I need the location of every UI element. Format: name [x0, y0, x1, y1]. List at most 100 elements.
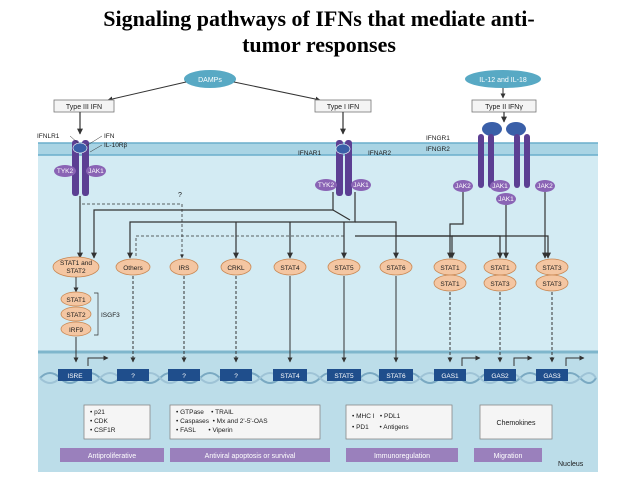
svg-text:ISRE: ISRE: [67, 373, 83, 380]
svg-text:Chemokines: Chemokines: [497, 420, 536, 427]
type3-ifn-box: Type III IFN: [53, 99, 115, 113]
jak2-d: JAK2: [535, 180, 555, 192]
mediator-stat1-stat3: STAT1 STAT3: [483, 258, 517, 292]
mediator-crkl: CRKL: [220, 258, 252, 276]
svg-text:JAK1: JAK1: [498, 196, 514, 203]
slide-title: Signaling pathways of IFNs that mediate …: [0, 6, 638, 58]
type1-ifn-box: Type I IFN: [314, 99, 372, 113]
mediator-row: STAT1 and STAT2 Others IRS CRKL STAT4 ST…: [52, 256, 569, 292]
mediator-stat5: STAT5: [327, 258, 361, 276]
jak1-b: JAK1: [351, 179, 371, 191]
promoter-stat4: STAT4: [273, 369, 307, 381]
svg-text:IRS: IRS: [179, 265, 191, 272]
svg-text:JAK2: JAK2: [455, 183, 471, 190]
type1-receptor: [335, 140, 352, 196]
jak2-c: JAK2: [453, 180, 473, 192]
ifn-label: IFN: [104, 133, 115, 140]
ifnar2-label: IFNAR2: [368, 150, 392, 157]
svg-text:• MHC I • PDL1: • MHC I • PDL1: [352, 413, 401, 420]
jak1-a: JAK1: [86, 165, 106, 177]
svg-text:STAT5: STAT5: [334, 373, 354, 380]
il-node: IL-12 and IL-18: [465, 70, 541, 88]
dashed-type3-link: [82, 203, 184, 259]
svg-text:Migration: Migration: [494, 453, 523, 460]
damps-to-type1-arrow: [233, 81, 321, 102]
gene-box-migration: Chemokines: [479, 404, 553, 440]
il10rb-label: IL-10Rβ: [104, 142, 128, 149]
svg-text:JAK1: JAK1: [88, 168, 104, 175]
mediator-irs: IRS: [169, 258, 199, 276]
svg-text:Antiviral apoptosis or surviva: Antiviral apoptosis or survival: [205, 453, 296, 460]
svg-text:TYK2: TYK2: [57, 168, 74, 175]
ifnlr1-label: IFNLR1: [37, 133, 60, 140]
svg-text:Antiproliferative: Antiproliferative: [88, 453, 136, 460]
gene-box-antiviral: • GTPase • TRAIL • Caspases • Mx and 2'-…: [169, 404, 321, 440]
promoter-unknown-1: ?: [117, 369, 149, 381]
svg-text:STAT1: STAT1: [66, 297, 86, 304]
mediator-stat1-stat2: STAT1 and STAT2: [52, 256, 100, 278]
svg-text:IRF9: IRF9: [69, 327, 83, 334]
svg-text:Immunoregulation: Immunoregulation: [374, 453, 430, 460]
svg-text:• GTPase • TRAIL: • GTPase • TRAIL: [176, 409, 234, 416]
mediator-stat1-stat1: STAT1 STAT1: [433, 258, 467, 292]
gene-box-immunoregulation: • MHC I • PDL1 • PD1 • Antigens: [345, 404, 453, 440]
svg-text:STAT1: STAT1: [490, 265, 510, 272]
svg-text:• CSF1R: • CSF1R: [90, 427, 116, 434]
ifnar1-label: IFNAR1: [298, 150, 322, 157]
svg-text:STAT3: STAT3: [542, 265, 562, 272]
svg-text:STAT1: STAT1: [440, 265, 460, 272]
svg-text:JAK2: JAK2: [537, 183, 553, 190]
promoter-gas1: GAS1: [434, 369, 466, 381]
outcome-migration: Migration: [474, 448, 542, 462]
svg-text:• p21: • p21: [90, 409, 105, 416]
type2-receptor: [478, 122, 530, 188]
svg-text:JAK1: JAK1: [353, 182, 369, 189]
il-label: IL-12 and IL-18: [479, 77, 527, 84]
type2-ifn-box: Type II IFNγ: [471, 99, 537, 113]
damps-node: DAMPs: [184, 70, 236, 88]
svg-text:STAT6: STAT6: [386, 265, 406, 272]
svg-text:?: ?: [131, 373, 135, 380]
svg-text:?: ?: [234, 373, 238, 380]
isgf3-complex: STAT1 STAT2 IRF9 ISGF3: [60, 277, 120, 337]
dashed-type1-link: [135, 235, 344, 258]
svg-text:STAT2: STAT2: [66, 312, 86, 319]
tyk2-b: TYK2: [315, 179, 337, 191]
type2-signaling-lines: [447, 192, 548, 259]
transcription-arrows: [87, 355, 585, 366]
gene-box-antiproliferative: • p21 • CDK • CSF1R: [83, 404, 151, 440]
title-line-2: tumor responses: [242, 32, 396, 57]
mediator-others: Others: [115, 258, 151, 276]
svg-text:GAS2: GAS2: [491, 373, 509, 380]
svg-text:STAT2: STAT2: [66, 268, 86, 275]
damps-to-type3-arrow: [107, 81, 187, 102]
unknown-mark: ?: [178, 192, 182, 199]
title-line-1: Signaling pathways of IFNs that mediate …: [103, 6, 535, 31]
svg-text:STAT5: STAT5: [334, 265, 354, 272]
promoter-stat6: STAT6: [379, 369, 413, 381]
promoter-unknown-2: ?: [168, 369, 200, 381]
svg-text:STAT4: STAT4: [280, 373, 300, 380]
nuclear-translocation-arrows: [73, 276, 555, 363]
svg-text:STAT4: STAT4: [280, 265, 300, 272]
svg-text:?: ?: [182, 373, 186, 380]
svg-text:• Caspases • Mx and 2'-5'-OAS: • Caspases • Mx and 2'-5'-OAS: [176, 418, 268, 425]
mediator-stat4: STAT4: [273, 258, 307, 276]
ifngr1-label: IFNGR1: [426, 135, 450, 142]
nucleus-label: Nucleus: [558, 461, 584, 468]
svg-text:• CDK: • CDK: [90, 418, 108, 425]
outcome-immunoregulation: Immunoregulation: [346, 448, 458, 462]
svg-text:TYK2: TYK2: [318, 182, 335, 189]
promoter-row: ISRE ? ? ? STAT4 STAT5 STAT6 GAS1 GAS2 G…: [58, 369, 568, 381]
type1-signaling-lines: [77, 192, 551, 259]
promoter-gas3: GAS3: [536, 369, 568, 381]
svg-text:STAT3: STAT3: [490, 281, 510, 288]
promoter-unknown-3: ?: [220, 369, 252, 381]
svg-text:STAT1 and: STAT1 and: [60, 260, 92, 267]
svg-text:Others: Others: [123, 265, 143, 272]
tyk2-a: TYK2: [54, 165, 76, 177]
type2-ifn-label: Type II IFNγ: [485, 104, 523, 111]
isgf3-label: ISGF3: [101, 312, 120, 319]
svg-text:GAS1: GAS1: [441, 373, 459, 380]
